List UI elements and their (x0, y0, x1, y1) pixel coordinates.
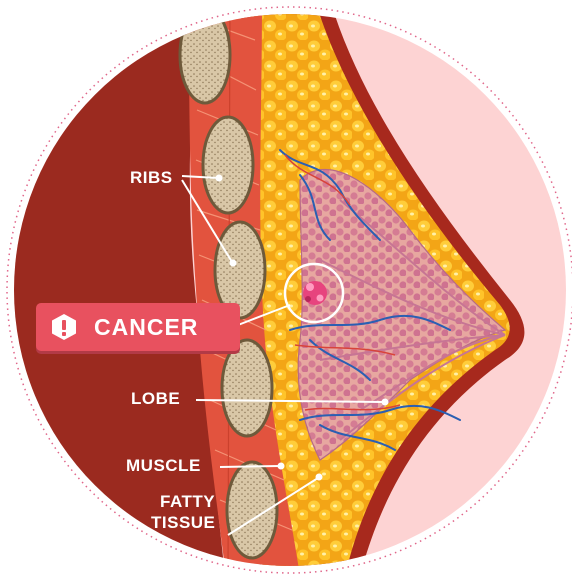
rib-1 (180, 7, 230, 103)
label-fatty: FATTY (160, 492, 215, 511)
rib-2 (203, 117, 253, 213)
label-muscle: MUSCLE (126, 456, 201, 475)
exclamation-hexagon-icon (50, 313, 78, 341)
tumor (303, 281, 327, 305)
label-lobe: LOBE (131, 389, 180, 408)
label-ribs: RIBS (130, 168, 173, 187)
label-cancer: CANCER (94, 314, 198, 341)
rib-5 (227, 462, 277, 558)
label-tissue: TISSUE (151, 513, 215, 532)
cancer-badge: CANCER (36, 303, 240, 351)
muscle-leader (220, 466, 280, 467)
rib-4 (222, 340, 272, 436)
